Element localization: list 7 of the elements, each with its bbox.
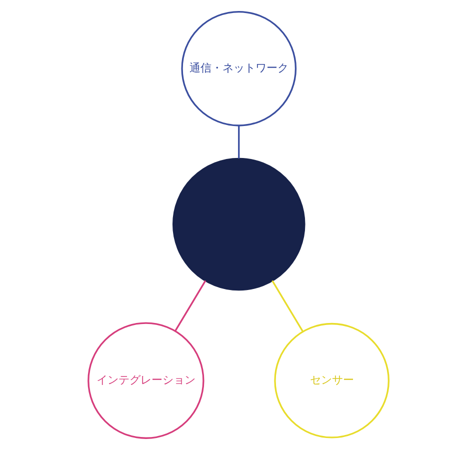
connector <box>174 280 206 332</box>
node-circle: 通信・ネットワーク <box>180 10 296 126</box>
node-circle: センサー <box>274 322 389 438</box>
node-circle: インテグレーション <box>87 322 204 439</box>
connector <box>238 126 240 158</box>
connector <box>271 280 304 332</box>
node-circle <box>172 158 305 291</box>
